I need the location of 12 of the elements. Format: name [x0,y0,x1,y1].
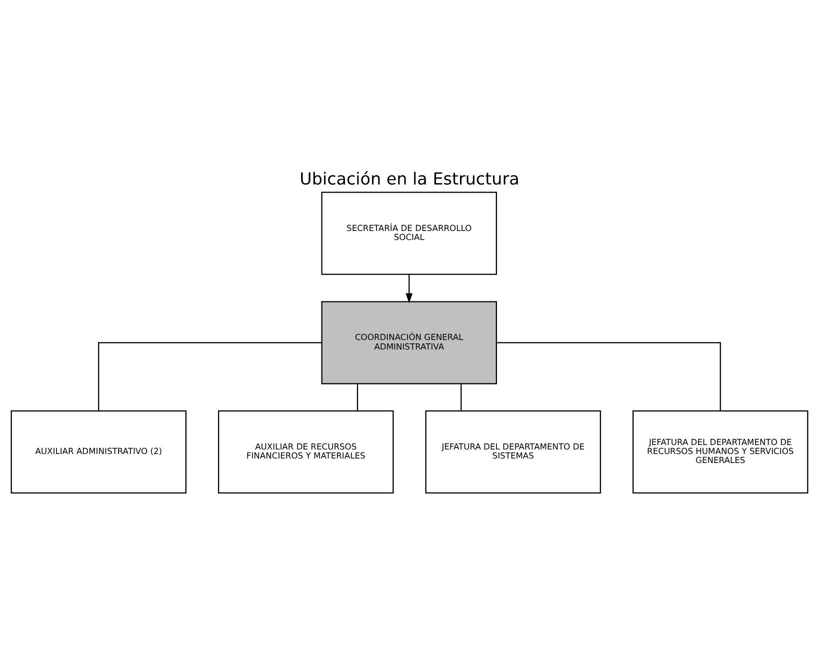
connector [356,383,358,410]
node-box: AUXILIAR DE RECURSOS FINANCIEROS Y MATERIALES [218,410,394,494]
diagram-title: Ubicación en la Estructura [300,168,520,188]
node-box: AUXILIAR ADMINISTRATIVO (2) [10,410,186,494]
node-box: JEFATURA DEL DEPARTAMENTO DE SISTEMAS [425,410,601,494]
node-box: SECRETARÍA DE DESARROLLO SOCIAL [321,191,497,274]
connector [460,383,462,410]
node-box: JEFATURA DEL DEPARTAMENTO DE RECURSOS HUMANOS Y SERVICIOS GENERALES [632,410,808,494]
arrow [406,274,413,303]
node-box: COORDINACIÓN GENERAL ADMINISTRATIVA [321,300,497,384]
connector [98,342,322,410]
connector [496,342,721,410]
